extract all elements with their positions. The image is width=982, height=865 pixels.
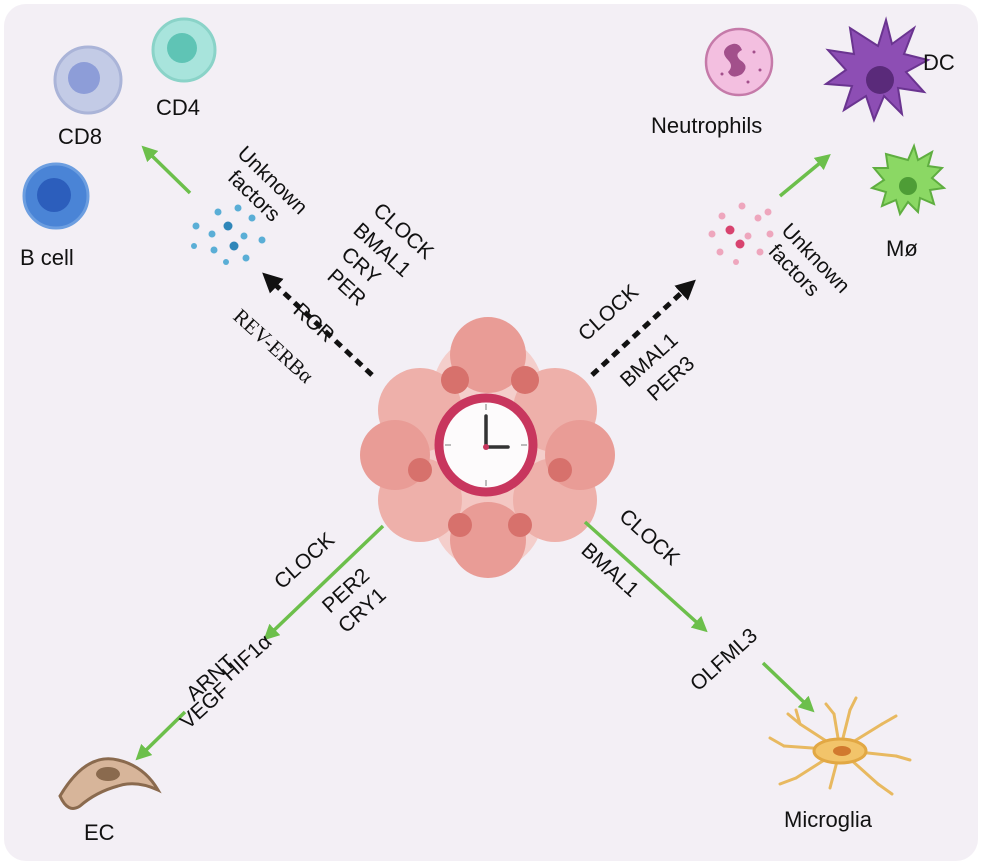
b-cell-icon [22, 162, 90, 230]
ec-label: EC [84, 820, 115, 845]
neutrophils-label: Neutrophils [651, 113, 762, 138]
microglia-label: Microglia [784, 807, 873, 832]
microglia-icon [768, 696, 912, 796]
endothelial-cell-icon [58, 757, 162, 810]
gene-clock-bl: CLOCK [270, 528, 339, 594]
factor-dots-left [191, 204, 266, 265]
factor-dots-right [708, 202, 774, 265]
dc-label: DC [923, 50, 955, 75]
macrophage-icon [869, 143, 947, 217]
green-arrow-bottom-right [583, 520, 708, 633]
dendritic-cell-icon [823, 16, 931, 123]
macrophage-label: Mø [886, 236, 918, 261]
b-cell-label: B cell [20, 245, 74, 270]
cd8-cell-icon [53, 45, 123, 115]
neutrophil-icon [704, 27, 774, 97]
gene-bmal1-br: BMAL1 [577, 539, 644, 602]
gene-olfml3-br: OLFML3 [686, 624, 762, 696]
green-arrow-to-microglia [761, 661, 815, 713]
green-arrow-to-t-cells [141, 145, 192, 195]
cd4-label: CD4 [156, 95, 200, 120]
cd8-label: CD8 [58, 124, 102, 149]
green-arrow-to-ec [135, 710, 187, 761]
cd4-cell-icon [151, 17, 217, 83]
green-arrow-bottom-left [263, 524, 385, 641]
dashed-arrow-top-left [262, 272, 374, 377]
green-arrow-to-myeloid [778, 153, 831, 198]
clock-icon [434, 393, 538, 497]
